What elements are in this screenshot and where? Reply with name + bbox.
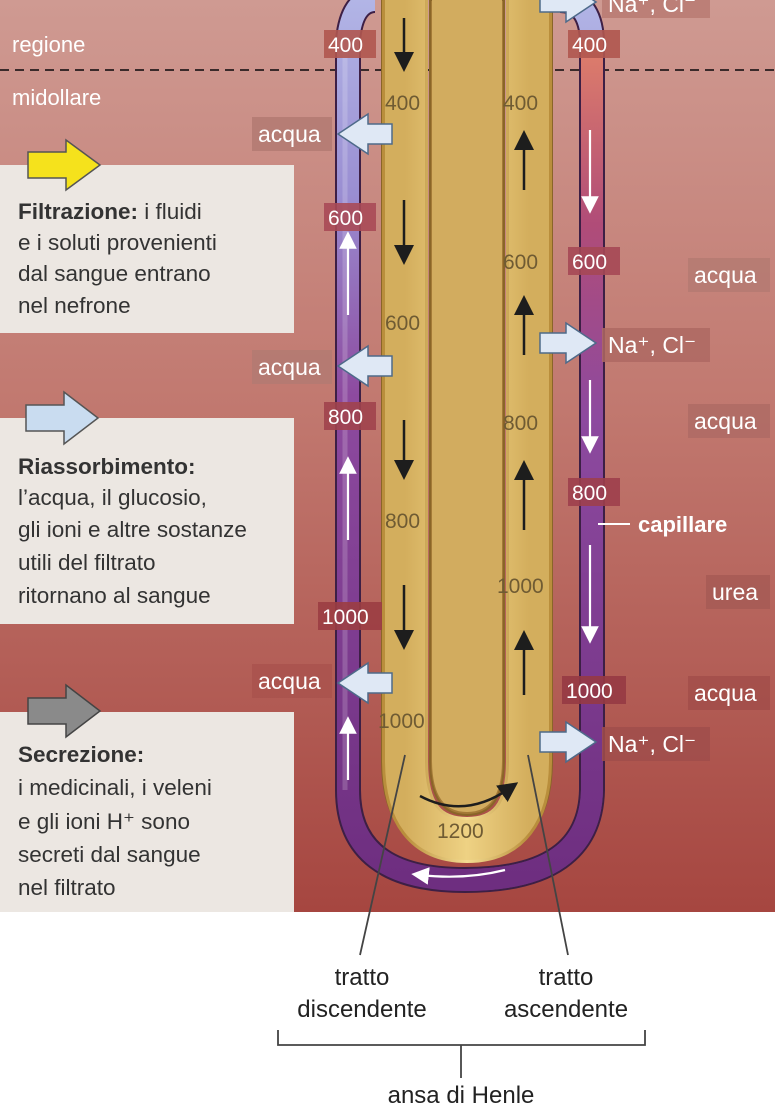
nacl-top-label: Na⁺, Cl⁻ [608,0,696,17]
right-labels: acqua acqua urea acqua [688,258,770,710]
henle-loop-label: ansa di Henle [388,1082,535,1107]
tube-desc-800: 800 [385,510,420,533]
secretion-line-4: nel filtrato [18,875,116,900]
cap-asc-600: 600 [572,251,607,274]
reabsorption-line-1: l’acqua, il glucosio, [18,485,207,510]
cap-asc-800: 800 [572,482,607,505]
cap-desc-600: 600 [328,207,363,230]
bottom-annotation [277,754,646,1078]
loop-bottom-1200: 1200 [437,820,484,843]
reabsorption-line-4: ritornano al sangue [18,583,211,608]
filtration-line-2: e i soluti provenienti [18,230,217,255]
tube-asc-600: 600 [503,251,538,274]
reabsorption-arrow-icon [25,390,100,446]
tubule-flow-arrows [394,18,534,808]
tube-desc-1000: 1000 [378,710,425,733]
capillary-label: capillare [638,512,727,537]
tube-desc-600: 600 [385,312,420,335]
capillary-flow-arrows [339,130,599,885]
svg-text:Filtrazione: i fluidi: Filtrazione: i fluidi [18,199,202,224]
bottom-labels: tratto discendente tratto ascendente ans… [297,964,628,1107]
cap-desc-400: 400 [328,34,363,57]
legend-reabsorption: Riassorbimento: l’acqua, il glucosio, gl… [0,390,294,624]
reabsorption-title: Riassorbimento: [18,454,196,479]
cap-asc-1000: 1000 [566,680,613,703]
right-urea: urea [712,579,758,605]
water-arrows [336,112,393,705]
descending-label-2: discendente [297,996,426,1023]
filtration-line-3: dal sangue entrano [18,261,211,286]
secretion-arrow-icon [27,683,102,739]
reabsorption-line-2: gli ioni e altre sostanze [18,517,247,542]
nacl-arrows [539,0,598,764]
cap-desc-800: 800 [328,406,363,429]
tube-desc-400: 400 [385,92,420,115]
nacl-labels: Na⁺, Cl⁻ Na⁺, Cl⁻ Na⁺, Cl⁻ [602,0,710,761]
secretion-title: Secrezione: [18,742,144,767]
water-label-3: acqua [258,668,321,694]
reabsorption-line-3: utili del filtrato [18,550,156,575]
cap-desc-1000: 1000 [322,606,369,629]
filtration-title: Filtrazione: [18,199,138,224]
region-label: regione [12,32,85,57]
descending-label-1: tratto [335,964,390,991]
water-label-1: acqua [258,121,321,147]
tube-asc-800: 800 [503,412,538,435]
right-water-2: acqua [694,408,757,434]
medulla-label: midollare [12,85,101,110]
ascending-label-1: tratto [539,964,594,991]
water-labels-left: acqua acqua acqua [252,117,332,698]
tube-asc-1000: 1000 [497,575,544,598]
capillary-concentrations: 400 600 800 1000 400 600 800 1000 [318,30,626,704]
legend-filtration: Filtrazione: i fluidi e i soluti proveni… [0,138,294,333]
filtration-line-4: nel nefrone [18,293,131,318]
tubule-concentrations: 400 600 800 1000 400 600 800 1000 1200 [378,92,544,843]
cap-asc-400: 400 [572,34,607,57]
secretion-line-3: secreti dal sangue [18,842,201,867]
filtration-arrow-icon [27,138,102,192]
secretion-line-2: e gli ioni H⁺ sono [18,809,190,834]
secretion-line-1: i medicinali, i veleni [18,775,212,800]
nacl-label-2: Na⁺, Cl⁻ [608,731,696,757]
legend-secretion: Secrezione: i medicinali, i veleni e gli… [0,683,294,912]
right-water-1: acqua [694,262,757,288]
nacl-label-1: Na⁺, Cl⁻ [608,332,696,358]
filtration-line-1: i fluidi [138,199,202,224]
tube-asc-400: 400 [503,92,538,115]
ascending-label-2: ascendente [504,996,628,1023]
water-label-2: acqua [258,354,321,380]
right-water-3: acqua [694,680,757,706]
